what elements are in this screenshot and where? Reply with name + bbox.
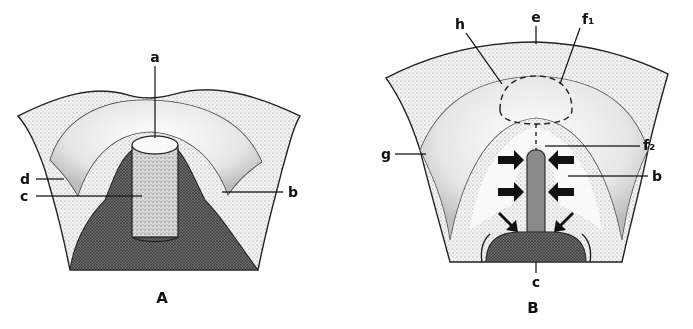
label-f2: f₂ — [643, 138, 655, 154]
panel-b-drawing — [386, 26, 668, 273]
label-c-panel-a: c — [20, 189, 28, 205]
label-c-panel-b: c — [532, 275, 540, 291]
label-h: h — [455, 17, 465, 33]
caption-b: B — [527, 299, 538, 317]
label-b-panel-a: b — [288, 185, 298, 201]
label-g: g — [381, 147, 391, 163]
label-a: a — [150, 50, 159, 66]
label-f1: f₁ — [582, 12, 594, 28]
label-d: d — [20, 172, 30, 188]
label-e: e — [531, 10, 541, 26]
label-b-panel-b: b — [652, 169, 662, 185]
caption-a: A — [156, 289, 168, 307]
panel-a-drawing — [18, 66, 300, 270]
